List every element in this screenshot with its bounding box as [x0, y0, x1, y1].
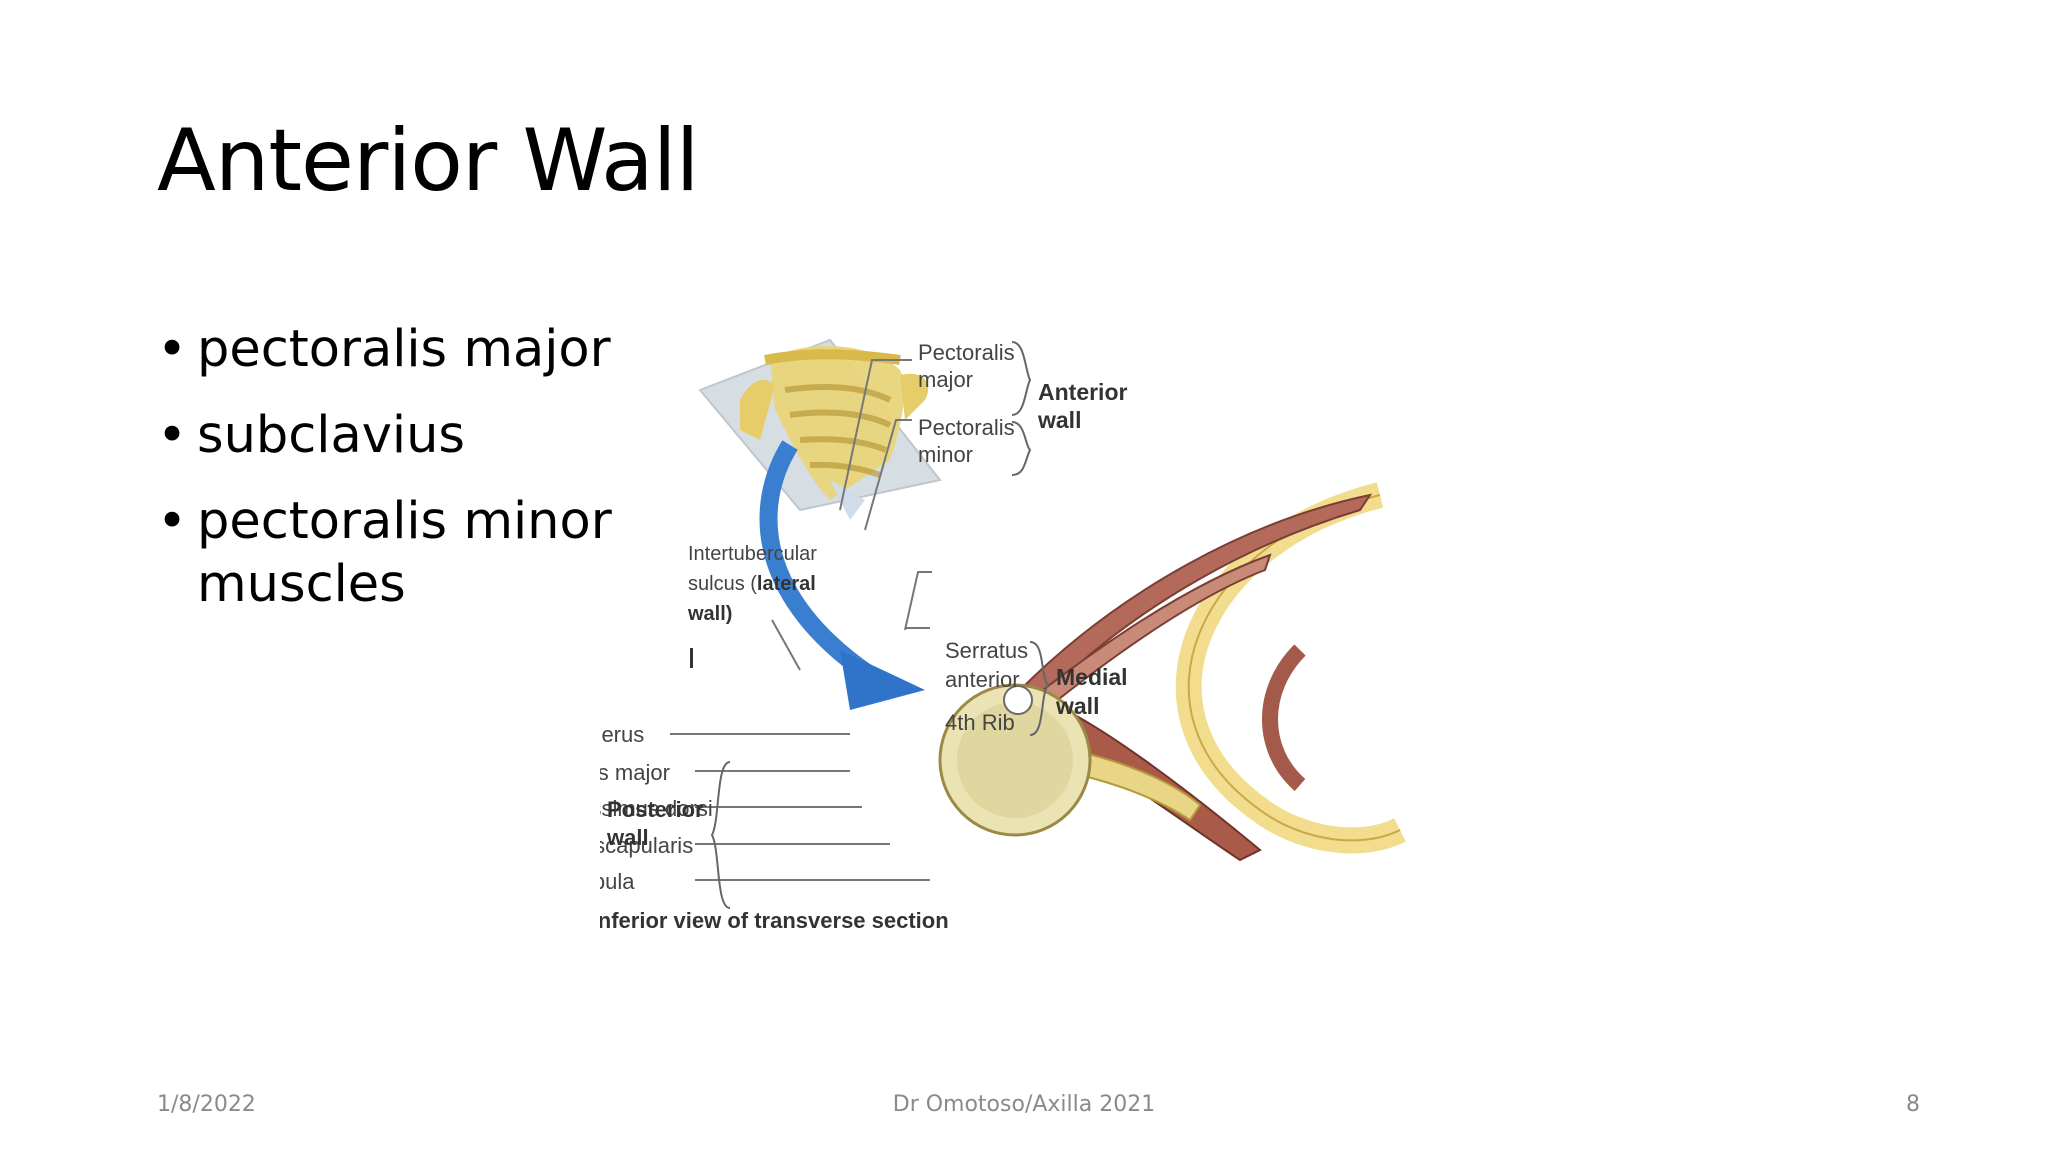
label-posterior-wall: Posterior wall — [607, 796, 704, 852]
thorax-inset — [698, 338, 942, 520]
posterior-wall-shape — [1043, 703, 1262, 862]
label-subscapularis: Subscapularis — [600, 833, 693, 858]
figure-caption: (B) Inferior view of transverse section — [600, 908, 949, 933]
posterior-wall-line2: wall — [607, 825, 649, 850]
label-teres-major: Teres major — [600, 760, 670, 785]
footer-date: 1/8/2022 — [157, 1092, 256, 1117]
label-humerus: Humerus — [600, 722, 644, 747]
bullet-dot: • — [157, 405, 188, 465]
figure-mark — [690, 648, 693, 668]
bullet-item: •subclavius — [157, 404, 617, 468]
humerus-shape — [938, 683, 1092, 837]
bullet-text: pectoralis major — [197, 320, 611, 379]
arrow-icon — [759, 440, 925, 710]
bullet-text: subclavius — [197, 405, 465, 465]
bullet-text: pectoralis minor muscles — [197, 491, 612, 615]
label-scapula: Scapula — [600, 869, 635, 894]
bullet-item: •pectoralis minor muscles — [157, 490, 617, 618]
slide-title: Anterior Wall — [157, 111, 700, 211]
bullet-item: •pectoralis major — [157, 318, 617, 382]
footer-title: Dr Omotoso/Axilla 2021 — [892, 1092, 1156, 1117]
brace-posterior — [710, 761, 731, 909]
label-latissimus-dorsi: Latissimus dorsi — [600, 796, 713, 821]
label-4th-rib: 4th Rib — [945, 710, 1015, 735]
brace-medial — [1029, 641, 1050, 736]
bullet-list: •pectoralis major •subclavius •pectorali… — [157, 318, 617, 639]
anterior-wall-muscles — [1018, 493, 1373, 712]
posterior-wall-line1: Posterior — [607, 797, 704, 822]
brace-anterior — [1011, 341, 1032, 416]
leader-lines — [670, 359, 932, 881]
medial-wall-shape — [1175, 482, 1406, 854]
bullet-dot: • — [157, 320, 188, 379]
brace-anterior-2 — [1011, 421, 1032, 476]
page-number: 8 — [1906, 1092, 1920, 1117]
bullet-dot: • — [157, 491, 188, 551]
label-intertubercular: Intertubercular sulcus (lateral wall) — [687, 543, 823, 625]
